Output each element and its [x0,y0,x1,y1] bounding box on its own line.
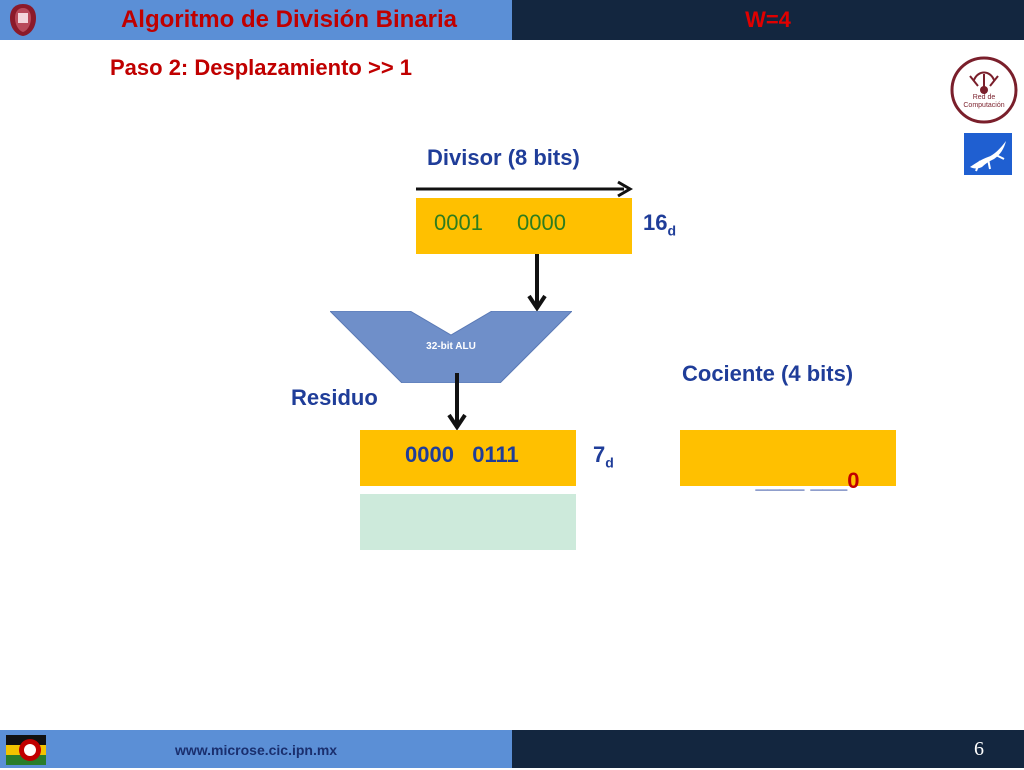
ipn-logo-icon [6,2,40,38]
cociente-last-bit: 0 [847,468,860,493]
residuo-value: 0000 0111 [405,442,519,467]
header-left-panel [0,0,512,40]
page-number: 6 [974,738,984,760]
shift-right-arrow [414,180,636,198]
divisor-to-alu-arrow [526,254,548,312]
cociente-blanks: ____ ___ [755,468,848,493]
empty-register [360,494,576,550]
step-title: Paso 2: Desplazamiento >> 1 [110,55,413,80]
word-size-label: W=4 [745,7,791,32]
footer-url-link[interactable]: www.microse.cic.ipn.mx [175,742,338,758]
red-computacion-logo-icon [950,56,1018,124]
divisor-low-bits: 0000 [517,210,566,235]
residuo-label: Residuo [291,385,378,410]
red-logo-title: Red de [972,94,996,101]
alu-shape [328,310,574,384]
header-right-panel [512,0,1024,40]
cociente-label: Cociente (4 bits) [682,361,854,386]
red-logo-text: Red de Computación [950,94,1018,110]
divisor-decimal-value: 16 [643,210,668,235]
page-title: Algoritmo de División Binaria [120,6,458,33]
divisor-high-bits: 0001 [434,210,483,235]
cociente-register: ____ ___0 [680,430,896,493]
divisor-decimal: 16d [643,210,676,238]
divisor-decimal-subscript: d [667,222,677,239]
residuo-decimal: 7d [593,442,614,470]
cociente-value: ____ ___0 [731,442,859,520]
residuo-decimal-subscript: d [605,454,614,471]
cic-logo-icon [6,735,46,765]
residuo-decimal-value: 7 [593,442,606,467]
red-logo-subtitle: Computación [963,102,1005,109]
alu-to-residuo-arrow [446,373,468,431]
divisor-register: 0001 0000 [416,198,632,254]
divisor-label: Divisor (8 bits) [427,145,580,170]
lizard-logo-icon [964,133,1012,175]
footer-right-panel [512,730,1024,768]
footer-left-panel [0,730,512,768]
alu-label: 32-bit ALU [426,341,476,352]
residuo-register: 0000 0111 [360,430,576,486]
